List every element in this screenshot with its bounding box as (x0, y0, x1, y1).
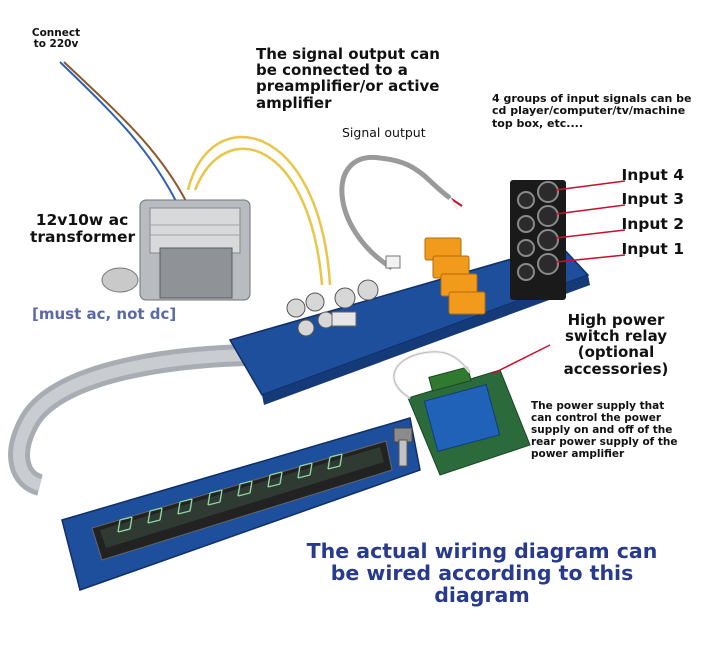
ribbon-cable-highlight (13, 349, 261, 491)
volume-knob (393, 427, 413, 467)
secondary-wire-2 (193, 147, 324, 286)
input-relays (424, 237, 486, 315)
mains-wire-brown (63, 61, 189, 206)
capacitors (286, 279, 379, 337)
relay-wire-outline (393, 351, 471, 399)
signal-output-label: Signal output (342, 125, 426, 140)
relay-module (407, 366, 531, 476)
signal-output-cable (339, 155, 452, 271)
main-control-board (228, 180, 590, 405)
vfd-digits (117, 453, 343, 533)
input-1-label: Input 1 (621, 240, 684, 258)
input-groups-description: 4 groups of input signals can be cd play… (492, 92, 692, 130)
must-ac-note: [must ac, not dc] (32, 305, 177, 323)
transformer (101, 199, 251, 301)
input-2-label: Input 2 (621, 215, 684, 233)
rca-input-jacks (510, 180, 566, 300)
relay-callout (491, 344, 551, 375)
ribbon-cable (8, 344, 261, 496)
power-supply-control-note: The power supply that can control the po… (531, 400, 678, 460)
input-4-label: Input 4 (621, 166, 684, 184)
relay-label: High power switch relay (optional access… (563, 311, 669, 378)
transformer-label: 12v10w ac transformer (30, 211, 136, 246)
wiring-diagram-note: The actual wiring diagram can be wired a… (306, 539, 658, 608)
connector-block (331, 311, 357, 327)
vfd-display-board (61, 417, 421, 591)
connect-220v-label: Connect to 220v (31, 27, 81, 51)
input-callouts (555, 180, 626, 263)
output-connector (385, 255, 401, 269)
signal-output-description: The signal output can be connected to a … (256, 45, 440, 112)
mains-wire-blue (59, 61, 179, 206)
input-3-label: Input 3 (621, 190, 684, 208)
signal-output-wire-white (449, 197, 459, 211)
secondary-wire-1 (186, 135, 332, 286)
